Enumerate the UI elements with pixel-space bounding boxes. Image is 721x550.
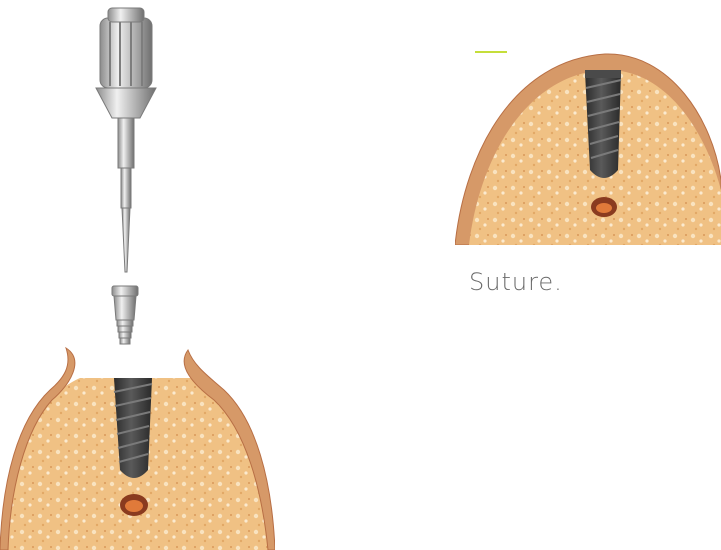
implant-insertion-illustration (0, 0, 275, 550)
caption-text: Suture. (469, 268, 563, 296)
implant-in-bone-sutured-illustration (455, 40, 721, 245)
driver-tool (96, 8, 156, 272)
cover-screw (112, 286, 138, 344)
bone-section (0, 348, 275, 550)
